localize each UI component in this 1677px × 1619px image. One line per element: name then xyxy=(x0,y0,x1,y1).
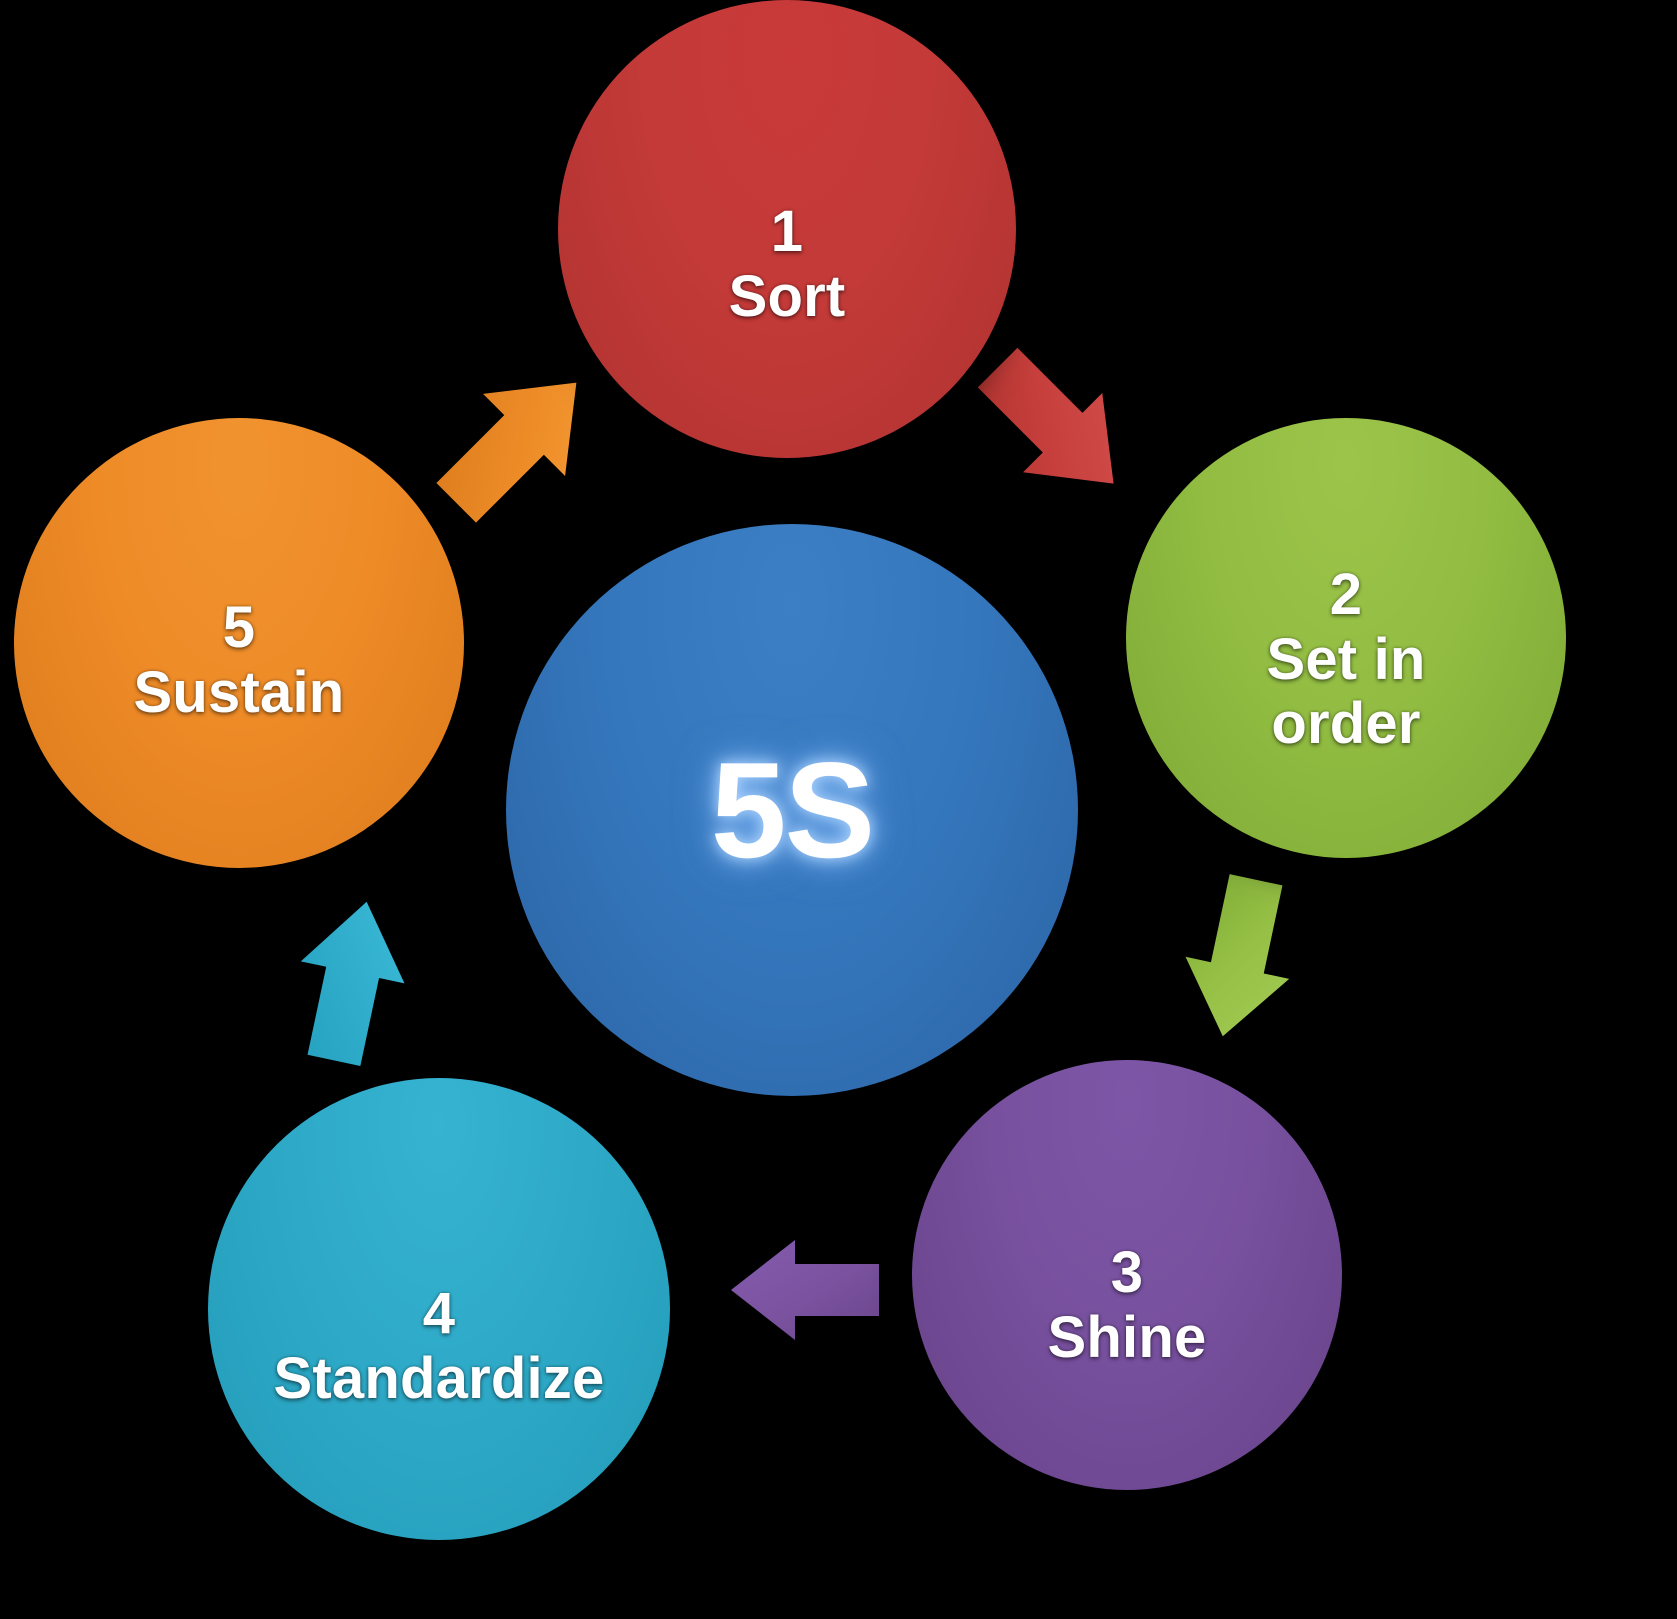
arrow-sort-to-set-in-order xyxy=(977,347,1114,484)
step-label-sort: 1 Sort xyxy=(728,199,846,329)
center-label-5s: 5S xyxy=(710,734,875,886)
arrow-standardize-to-sustain xyxy=(300,901,405,1067)
step-circle-sort[interactable]: 1 Sort xyxy=(558,0,1016,458)
arrow-sustain-to-sort xyxy=(436,382,577,523)
step-circle-standardize[interactable]: 4 Standardize xyxy=(208,1078,670,1540)
arrow-shine-to-standardize xyxy=(731,1240,879,1340)
center-circle-5s[interactable]: 5S xyxy=(506,524,1078,1096)
step-label-sustain: 5 Sustain xyxy=(133,595,345,725)
step-label-shine: 3 Shine xyxy=(1047,1240,1207,1370)
step-label-set-in-order: 2 Set in order xyxy=(1266,561,1426,757)
arrow-set-in-order-to-shine xyxy=(1185,874,1290,1037)
step-circle-shine[interactable]: 3 Shine xyxy=(912,1060,1342,1490)
step-circle-sustain[interactable]: 5 Sustain xyxy=(14,418,464,868)
step-label-standardize: 4 Standardize xyxy=(273,1281,605,1411)
step-circle-set-in-order[interactable]: 2 Set in order xyxy=(1126,418,1566,858)
